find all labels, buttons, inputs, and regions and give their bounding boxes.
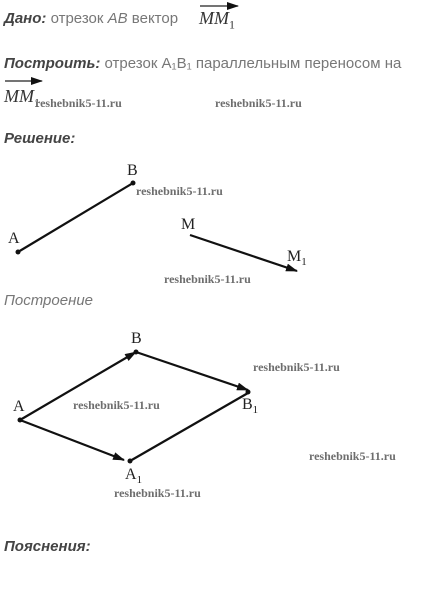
- label-b: B: [127, 162, 138, 179]
- edge-a1-b1: [129, 392, 249, 462]
- watermark: reshebnik5-11.ru: [73, 398, 160, 412]
- watermark: reshebnik5-11.ru: [253, 360, 340, 374]
- construct-text: отрезок A₁B₁ параллельным переносом на: [104, 55, 402, 72]
- given-line: Дано: отрезок AB вектор: [4, 10, 178, 27]
- construct-line: Построить: отрезок A₁B₁ параллельным пер…: [4, 55, 401, 72]
- watermark: reshebnik5-11.ru: [136, 184, 223, 198]
- construct-vector-sub: 1: [34, 95, 40, 110]
- label-m1: M1: [287, 248, 307, 268]
- construct-label: Построить:: [4, 55, 101, 72]
- edge-b-b1: [135, 350, 249, 392]
- given-label: Дано:: [4, 10, 47, 27]
- point-a2: [17, 417, 23, 423]
- label-b1-name: B: [242, 396, 253, 413]
- solution-label: Решение:: [4, 130, 76, 147]
- watermark: reshebnik5-11.ru: [35, 96, 122, 110]
- point-b: [130, 180, 136, 186]
- label-a: A: [8, 230, 20, 247]
- given-segment: AB: [107, 10, 128, 27]
- construction-label: Построение: [4, 292, 94, 309]
- label-a1-name: A: [125, 466, 137, 483]
- point-b2: [133, 349, 139, 355]
- construct-vector-name: MM: [4, 86, 34, 106]
- explanation-label: Пояснения:: [4, 538, 91, 555]
- given-vector-sub: 1: [229, 17, 235, 32]
- point-b1: [245, 389, 251, 395]
- label-b1: B1: [242, 396, 258, 416]
- vector-mm1: [189, 233, 298, 273]
- label-a1-sub: 1: [136, 474, 143, 487]
- watermark: reshebnik5-11.ru: [215, 96, 302, 110]
- watermark: reshebnik5-11.ru: [164, 272, 251, 286]
- segment-ab: [17, 182, 134, 253]
- watermark: reshebnik5-11.ru: [309, 449, 396, 463]
- point-a: [15, 249, 21, 255]
- given-text-1: отрезок: [50, 10, 104, 27]
- given-vector-name: MM: [199, 8, 229, 28]
- edge-a-a1: [19, 418, 125, 462]
- label-b2: B: [131, 330, 142, 347]
- given-text-2: вектор: [131, 10, 179, 27]
- edge-a-b: [19, 351, 137, 421]
- label-m1-sub: 1: [301, 256, 307, 269]
- label-b1-sub: 1: [252, 404, 259, 417]
- label-a2: A: [13, 398, 25, 415]
- label-a1: A1: [125, 466, 142, 486]
- point-a1: [127, 458, 133, 464]
- label-m1-name: M: [287, 248, 302, 265]
- watermark: reshebnik5-11.ru: [114, 486, 201, 500]
- given-vector: MM1: [199, 8, 235, 33]
- construct-vector: MM1: [4, 86, 40, 111]
- label-m: M: [181, 216, 196, 233]
